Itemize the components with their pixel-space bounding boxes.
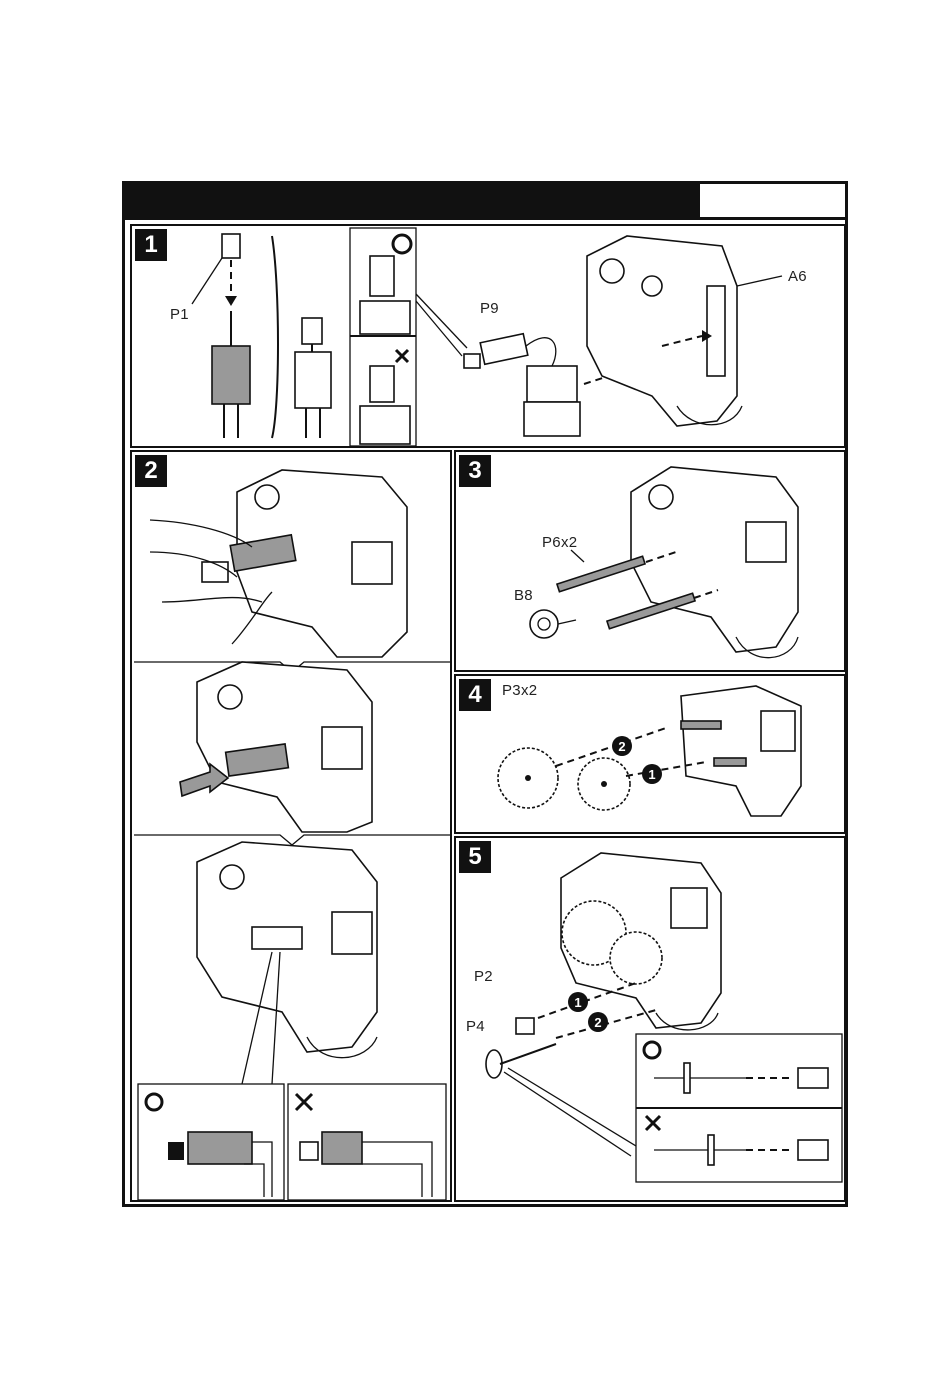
cross-icon bbox=[396, 350, 408, 362]
motor-icon bbox=[252, 927, 302, 949]
step-3-panel: 3 P6x2 B8 bbox=[454, 450, 846, 672]
label-p2: P2 bbox=[474, 968, 493, 985]
switch-icon bbox=[322, 727, 362, 769]
step-4-badge: 4 bbox=[459, 679, 491, 711]
motor-icon bbox=[480, 334, 528, 365]
order-marker-1-text: 1 bbox=[574, 995, 581, 1010]
label-p9: P9 bbox=[480, 300, 499, 317]
header-bar bbox=[125, 184, 700, 220]
arrow-icon bbox=[225, 296, 237, 306]
label-p1: P1 bbox=[170, 306, 189, 323]
label-a6: A6 bbox=[788, 268, 807, 285]
step-1-panel: 1 P1 P9 A6 bbox=[130, 224, 846, 448]
label-p3: P3x2 bbox=[502, 682, 537, 699]
pinion-icon bbox=[222, 234, 240, 258]
label-b8: B8 bbox=[514, 587, 533, 604]
order-marker-2-text: 2 bbox=[618, 739, 625, 754]
step-1-badge: 1 bbox=[135, 229, 167, 261]
pinion-icon bbox=[300, 1142, 318, 1160]
step-2-badge: 2 bbox=[135, 455, 167, 487]
step-3-badge: 3 bbox=[459, 455, 491, 487]
cross-icon bbox=[296, 1094, 312, 1110]
pinion-icon bbox=[202, 562, 228, 582]
step-4-panel: 4 P3x2 2 1 bbox=[454, 674, 846, 834]
label-p4: P4 bbox=[466, 1018, 485, 1035]
circle-icon bbox=[146, 1094, 162, 1110]
step-3-illustration bbox=[456, 452, 848, 674]
step-5-badge: 5 bbox=[459, 841, 491, 873]
switch-icon bbox=[761, 711, 795, 751]
circle-icon bbox=[644, 1042, 660, 1058]
motor-icon bbox=[212, 346, 250, 404]
step-2-illustration bbox=[132, 452, 454, 1204]
step-1-illustration bbox=[132, 226, 848, 450]
switch-icon bbox=[527, 366, 577, 402]
shaft-icon bbox=[714, 758, 746, 766]
circle-icon bbox=[393, 235, 411, 253]
washer-icon bbox=[486, 1050, 502, 1078]
header-rule bbox=[700, 217, 848, 220]
shaft-icon bbox=[557, 556, 645, 591]
order-marker-1-text: 1 bbox=[648, 767, 655, 782]
switch-icon bbox=[671, 888, 707, 928]
label-p6: P6x2 bbox=[542, 534, 577, 551]
instruction-sheet: 1 P1 P9 A6 bbox=[122, 181, 848, 1207]
gear-icon bbox=[610, 932, 662, 984]
gear-icon bbox=[370, 366, 394, 402]
switch-icon bbox=[332, 912, 372, 954]
step-5-illustration: 1 2 bbox=[456, 838, 848, 1204]
switch-icon bbox=[352, 542, 392, 584]
gear-icon bbox=[370, 256, 394, 296]
switch-icon bbox=[746, 522, 786, 562]
shaft-icon bbox=[681, 721, 721, 729]
motor-icon bbox=[322, 1132, 362, 1164]
order-marker-2-text: 2 bbox=[594, 1015, 601, 1030]
pinion-icon bbox=[516, 1018, 534, 1034]
motor-icon bbox=[295, 352, 331, 408]
cross-icon bbox=[646, 1116, 660, 1130]
pinion-icon bbox=[168, 1142, 184, 1160]
gear-icon bbox=[684, 1063, 690, 1093]
step-5-panel: 5 P2 P4 1 2 bbox=[454, 836, 846, 1202]
gear-icon bbox=[708, 1135, 714, 1165]
step-2-panel: 2 bbox=[130, 450, 452, 1202]
motor-icon bbox=[188, 1132, 252, 1164]
step-4-illustration: 2 1 bbox=[456, 676, 848, 836]
